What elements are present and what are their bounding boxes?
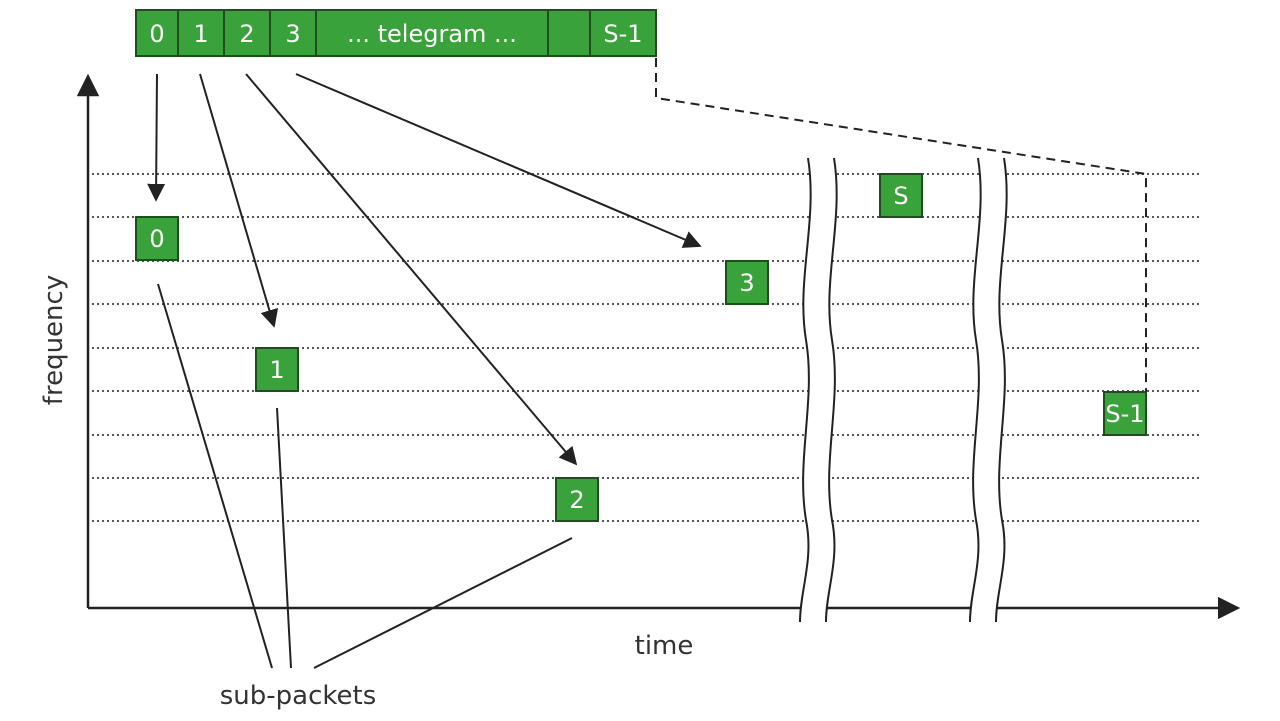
subpacket-pointers — [157, 283, 573, 669]
axes — [76, 73, 1241, 620]
sub-packet-2: 2 — [555, 477, 599, 522]
y-axis-label: frequency — [39, 275, 69, 405]
telegram-cell-3 — [269, 9, 317, 57]
x-axis-label: time — [635, 631, 694, 661]
telegram-cell-last-label: S-1 — [603, 20, 642, 48]
pointer-1 — [276, 407, 292, 669]
time-break-2 — [969, 157, 1008, 623]
sub-packet-0-label: 0 — [149, 225, 164, 253]
telegram-cell-3-label: 3 — [285, 20, 300, 48]
telegram-cell-0-label: 0 — [149, 20, 164, 48]
sub-packet-2-label: 2 — [569, 486, 584, 514]
telegram-cell-middle-label: ... telegram ... — [347, 20, 517, 48]
sub-packet-s: S — [879, 173, 923, 218]
telegram-cell-2-label: 2 — [239, 20, 254, 48]
time-break-1 — [799, 157, 838, 623]
sub-packet-s-label: S — [893, 182, 908, 210]
telegram-cell-1-label: 1 — [193, 20, 208, 48]
sub-packet-0: 0 — [135, 216, 179, 261]
sub-packet-3: 3 — [725, 260, 769, 305]
sub-packet-1-label: 1 — [269, 356, 284, 384]
mapping-arrows — [147, 73, 702, 466]
arrow-2 — [245, 73, 578, 466]
sub-packet-1: 1 — [255, 347, 299, 392]
pointer-0 — [157, 283, 273, 669]
arrow-0 — [147, 73, 166, 202]
projection-lines — [655, 58, 1147, 392]
pointer-2 — [313, 537, 573, 669]
sub-packet-s-1-label: S-1 — [1105, 400, 1144, 428]
sub-packet-3-label: 3 — [739, 269, 754, 297]
sub-packets-label: sub-packets — [220, 681, 377, 711]
arrow-1 — [199, 73, 279, 328]
sub-packet-s-1: S-1 — [1103, 391, 1147, 436]
telegram-cell-blank — [547, 9, 591, 57]
telegram-cell-2 — [223, 9, 271, 57]
telegram-cell-last — [589, 9, 657, 57]
arrow-3 — [295, 73, 702, 248]
telegram-bar: 0 1 2 3 ... telegram ... S-1 — [135, 9, 657, 57]
